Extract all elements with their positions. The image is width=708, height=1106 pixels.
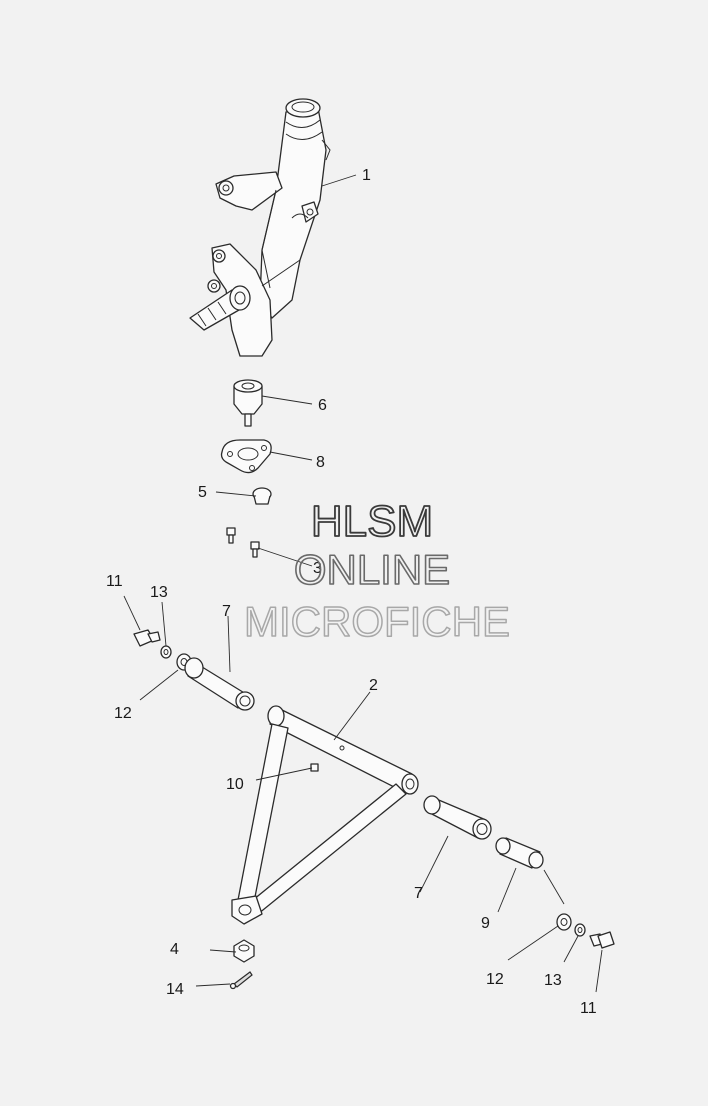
part-11-left-bolt[interactable] [133, 629, 161, 647]
callout-labels: 1 2 3 4 5 6 7 7 8 9 10 11 11 12 12 13 13… [106, 167, 597, 1017]
callout-1[interactable]: 1 [362, 167, 371, 184]
watermark-line-2: ONLINE [294, 546, 450, 593]
callout-12-left[interactable]: 12 [114, 705, 132, 722]
callout-7-lower[interactable]: 7 [414, 885, 423, 902]
callout-6[interactable]: 6 [318, 397, 327, 414]
watermark: HLSM ONLINE MICROFICHE [243, 496, 511, 646]
part-14-cotter-pin[interactable] [229, 971, 253, 990]
part-11-right-bolt[interactable] [589, 931, 615, 949]
callout-13-right[interactable]: 13 [544, 972, 562, 989]
part-5-cap[interactable] [252, 487, 272, 505]
part-9-sleeve[interactable] [495, 837, 544, 869]
callout-5[interactable]: 5 [198, 484, 207, 501]
callout-14[interactable]: 14 [166, 981, 184, 998]
part-7-lower-bushing[interactable] [423, 795, 492, 840]
part-4-castle-nut[interactable] [233, 939, 255, 963]
part-13-left-lockwasher[interactable] [160, 645, 172, 659]
part-13-right-lockwasher[interactable] [574, 923, 586, 937]
callout-2[interactable]: 2 [369, 677, 378, 694]
leader-lines [123, 174, 603, 993]
callout-10[interactable]: 10 [226, 776, 244, 793]
watermark-line-1: HLSM [311, 497, 433, 546]
callout-11-left[interactable]: 11 [106, 573, 123, 590]
callout-7-upper[interactable]: 7 [222, 603, 231, 620]
callout-9[interactable]: 9 [481, 915, 490, 932]
part-1-spindle-knuckle[interactable] [189, 98, 331, 357]
part-10-grease-fitting[interactable] [310, 763, 319, 772]
callout-3[interactable]: 3 [313, 560, 322, 577]
callout-8[interactable]: 8 [316, 454, 325, 471]
callout-13-left[interactable]: 13 [150, 584, 168, 601]
callout-4[interactable]: 4 [170, 941, 179, 958]
part-8-mounting-plate[interactable] [220, 439, 272, 474]
part-12-right-washer[interactable] [556, 913, 572, 931]
part-7-upper-bushing[interactable] [184, 657, 255, 711]
part-6-ball-joint[interactable] [233, 379, 263, 427]
part-3-bolts[interactable] [226, 527, 260, 558]
watermark-line-3: MICROFICHE [244, 598, 510, 645]
callout-11-right[interactable]: 11 [580, 1000, 597, 1017]
part-2-a-arm[interactable] [231, 705, 419, 925]
callout-12-right[interactable]: 12 [486, 971, 504, 988]
